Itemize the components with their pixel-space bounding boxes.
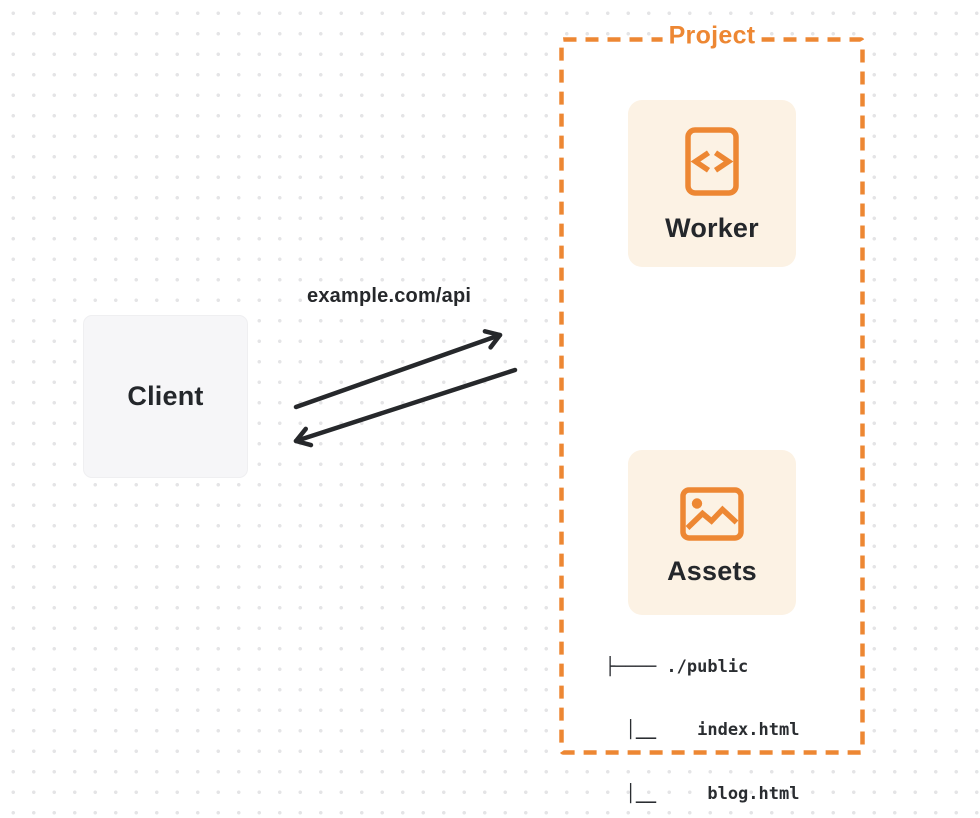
request-arrow: [293, 329, 503, 410]
project-box: Project Worker Assets ├──── ./public │__…: [559, 21, 865, 804]
file-tree-line-public: ├──── ./public: [605, 656, 749, 677]
assets-label: Assets: [667, 556, 757, 586]
code-file-icon: [685, 127, 739, 196]
response-arrow: [293, 367, 518, 448]
file-tree-line-index: │__ index.html: [605, 720, 800, 741]
image-icon: [680, 487, 744, 541]
project-label: Project: [662, 21, 762, 51]
request-url-label: example.com/api: [307, 285, 472, 307]
client-card: Client: [83, 315, 248, 478]
file-tree: ├──── ./public │__ index.html │__ blog.h…: [605, 614, 799, 818]
worker-card: Worker: [628, 100, 796, 267]
worker-label: Worker: [665, 213, 759, 243]
client-label: Client: [127, 381, 204, 411]
assets-card: Assets: [628, 450, 796, 615]
file-tree-line-blog: │__ blog.html: [605, 784, 800, 805]
